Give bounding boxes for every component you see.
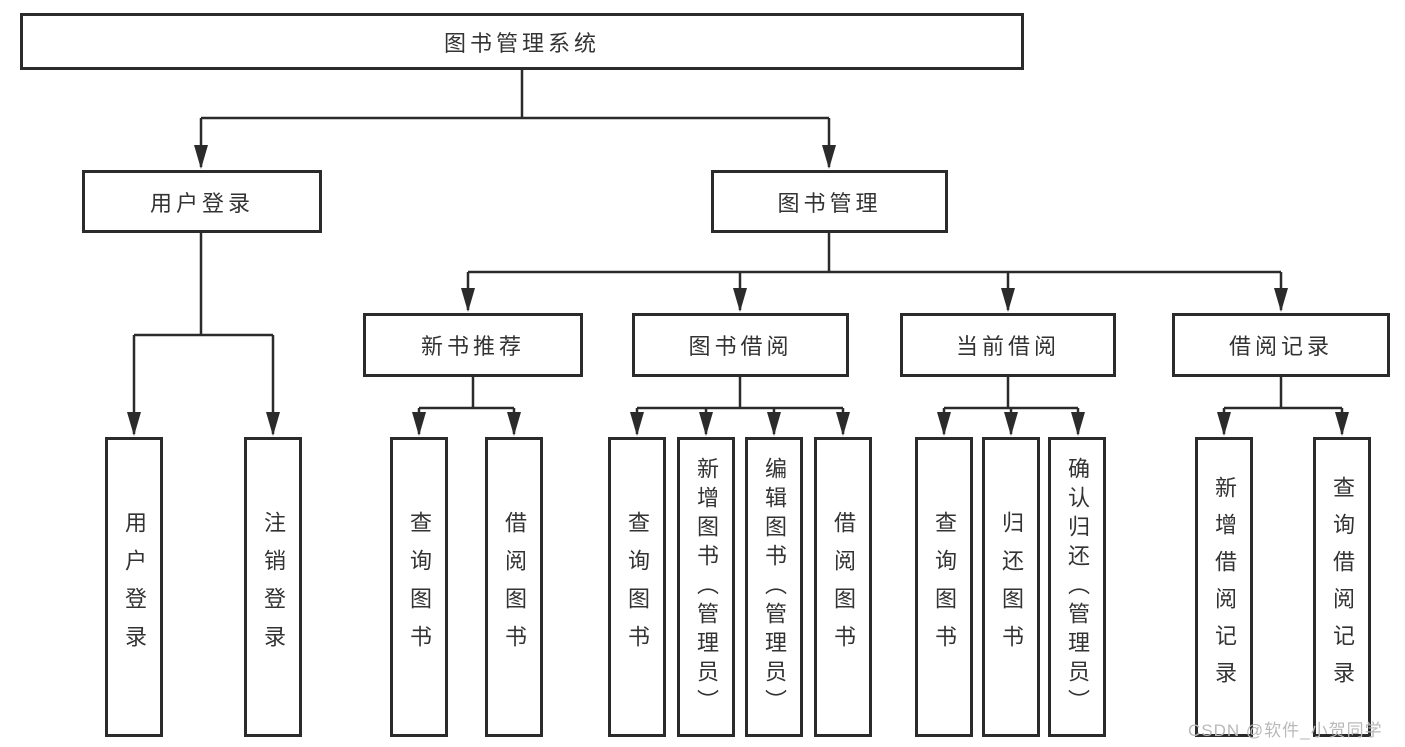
csdn-watermark: CSDN @软件_小贺同学 [1188, 721, 1383, 740]
branch-current-borrowing: 当前借阅 [900, 313, 1116, 377]
branch-user-login-label: 用户登录 [149, 190, 254, 216]
branch-book-borrowing: 图书借阅 [632, 313, 849, 377]
leaf-query-books-recommend: 查询图书 [390, 437, 448, 737]
leaf-edit-books-admin: 编辑图书（管理员） [745, 437, 803, 737]
branch-book-management: 图书管理 [711, 170, 948, 233]
leaf-add-books-admin: 新增图书（管理员） [677, 437, 735, 737]
leaf-query-books-borrowing-label: 查询图书 [625, 511, 650, 663]
leaf-confirm-return-admin-label: 确认归还（管理员） [1065, 456, 1090, 718]
leaf-logout-login: 注销登录 [244, 437, 302, 737]
branch-current-borrowing-label: 当前借阅 [955, 334, 1060, 359]
leaf-user-login: 用户登录 [105, 437, 163, 737]
leaf-add-books-admin-label: 新增图书（管理员） [694, 456, 719, 718]
leaf-confirm-return-admin: 确认归还（管理员） [1048, 437, 1106, 737]
leaf-query-books-current-label: 查询图书 [932, 511, 957, 663]
leaf-borrow-books-recommend: 借阅图书 [485, 437, 543, 737]
branch-borrow-records: 借阅记录 [1172, 313, 1390, 377]
leaf-return-books: 归还图书 [982, 437, 1040, 737]
branch-new-book-recommend-label: 新书推荐 [420, 334, 525, 359]
leaf-edit-books-admin-label: 编辑图书（管理员） [762, 456, 787, 718]
leaf-user-login-label: 用户登录 [122, 511, 147, 663]
leaf-query-books-current: 查询图书 [915, 437, 973, 737]
leaf-query-borrow-record-label: 查询借阅记录 [1330, 476, 1355, 698]
leaf-borrow-books-recommend-label: 借阅图书 [502, 511, 527, 663]
branch-user-login: 用户登录 [82, 170, 322, 233]
leaf-borrow-books-borrowing: 借阅图书 [814, 437, 872, 737]
leaf-add-borrow-record: 新增借阅记录 [1195, 437, 1253, 737]
leaf-return-books-label: 归还图书 [999, 511, 1024, 663]
leaf-add-borrow-record-label: 新增借阅记录 [1212, 476, 1237, 698]
branch-new-book-recommend: 新书推荐 [363, 313, 583, 377]
leaf-query-books-recommend-label: 查询图书 [407, 511, 432, 663]
branch-book-management-label: 图书管理 [777, 190, 882, 216]
leaf-query-books-borrowing: 查询图书 [608, 437, 666, 737]
branch-book-borrowing-label: 图书借阅 [688, 334, 793, 359]
root-node-library-system: 图书管理系统 [20, 13, 1024, 70]
leaf-borrow-books-borrowing-label: 借阅图书 [831, 511, 856, 663]
leaf-logout-login-label: 注销登录 [261, 511, 286, 663]
root-node-label: 图书管理系统 [443, 30, 600, 56]
leaf-query-borrow-record: 查询借阅记录 [1313, 437, 1371, 737]
branch-borrow-records-label: 借阅记录 [1228, 334, 1333, 359]
